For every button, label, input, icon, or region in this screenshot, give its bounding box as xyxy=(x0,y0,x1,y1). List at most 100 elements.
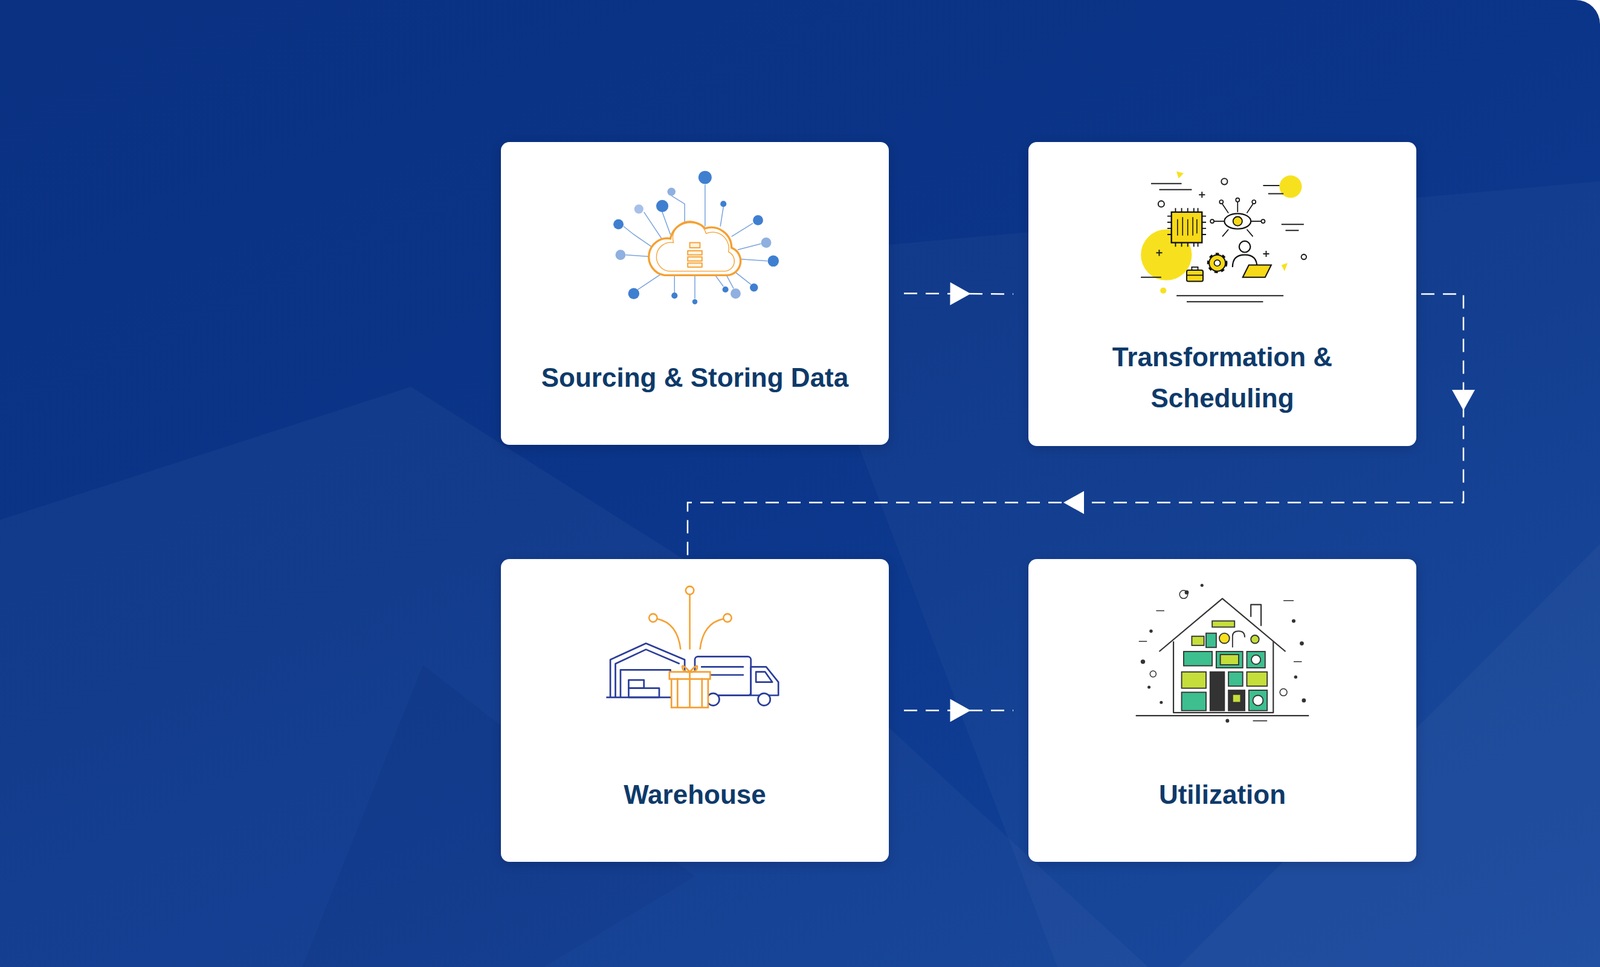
illustration-part xyxy=(1216,651,1243,668)
illustration-part xyxy=(1167,216,1207,235)
illustration-part xyxy=(698,170,712,185)
illustration-part xyxy=(737,258,768,261)
illustration-part xyxy=(1299,641,1304,646)
illustration-part xyxy=(723,613,732,622)
illustration-part xyxy=(1140,659,1146,664)
illustration-part xyxy=(1135,598,1310,716)
illustration-part xyxy=(1250,635,1259,643)
illustration-part xyxy=(1210,671,1225,711)
illustration-part xyxy=(1177,216,1197,236)
illustration-part xyxy=(1301,698,1306,703)
illustration-part xyxy=(1219,633,1230,644)
illustration-part xyxy=(720,206,724,226)
illustration-part xyxy=(1200,583,1204,587)
illustration-part xyxy=(1221,178,1228,185)
illustration-part xyxy=(677,671,702,708)
flow-connector xyxy=(903,699,1014,723)
illustration-part xyxy=(1173,641,1274,713)
smart-home-icon xyxy=(1130,580,1315,723)
illustration-part xyxy=(1158,598,1286,652)
illustration-part xyxy=(699,618,724,650)
illustration-part xyxy=(1233,216,1243,226)
illustration-part xyxy=(1279,175,1302,198)
illustration-part xyxy=(1301,254,1307,260)
box-label: Sourcing & Storing Data xyxy=(500,357,889,399)
illustration-part xyxy=(1246,671,1268,687)
illustration-part xyxy=(606,696,672,699)
illustration-part xyxy=(1235,198,1240,202)
box-label: Warehouse xyxy=(500,774,889,816)
illustration-part xyxy=(1147,685,1151,689)
illustration-part xyxy=(628,679,644,688)
illustration-part xyxy=(671,195,685,227)
illustration-part xyxy=(1261,219,1265,223)
illustration-part xyxy=(687,250,703,255)
process-box: Utilization xyxy=(1028,558,1417,862)
illustration-part xyxy=(667,187,675,196)
illustration-part xyxy=(1239,241,1251,253)
illustration-part xyxy=(1175,207,1198,247)
illustration-part xyxy=(1246,651,1265,668)
illustration-part xyxy=(1186,267,1204,275)
illustration-part xyxy=(1140,178,1307,302)
illustration-part xyxy=(687,256,703,262)
illustration-part xyxy=(1251,654,1261,665)
illustration-part xyxy=(628,288,640,300)
illustration-part xyxy=(1135,714,1310,717)
illustration-part xyxy=(752,215,764,226)
illustration-part xyxy=(1281,262,1288,271)
illustration-part xyxy=(613,219,624,230)
illustration-part xyxy=(671,292,678,299)
box-label: Utilization xyxy=(1028,774,1417,816)
illustration-part xyxy=(1225,719,1230,723)
illustration-part xyxy=(1294,674,1298,678)
illustration-part xyxy=(1183,651,1213,666)
arrow-head xyxy=(950,699,971,723)
illustration-part xyxy=(656,200,669,213)
illustration-part xyxy=(623,184,768,299)
illustration-part xyxy=(1138,600,1303,721)
illustration-part xyxy=(620,669,671,698)
illustration-part xyxy=(694,274,696,299)
illustration-part xyxy=(1248,690,1268,711)
illustration-part xyxy=(1160,287,1167,294)
illustration-part xyxy=(1214,259,1221,266)
illustration-part xyxy=(685,586,694,594)
arrow-head xyxy=(1063,491,1084,515)
illustration-part xyxy=(1181,671,1207,689)
illustration-part xyxy=(657,618,681,650)
illustration-part xyxy=(1181,620,1268,710)
illustration-part xyxy=(1232,694,1241,703)
cloud-data-icon xyxy=(603,163,787,306)
illustration-part xyxy=(1251,200,1256,204)
illustration-part xyxy=(1253,694,1264,706)
illustration-part xyxy=(720,200,727,207)
illustration-part xyxy=(1291,618,1296,623)
box-label: Transformation & Scheduling xyxy=(1028,336,1417,419)
illustration-part xyxy=(730,288,741,299)
illustration-part xyxy=(761,237,772,248)
illustration-part xyxy=(751,666,779,695)
illustration-part xyxy=(669,665,710,708)
illustration-part xyxy=(1171,212,1203,243)
illustration-part xyxy=(704,184,706,226)
illustration-part xyxy=(1167,207,1207,247)
illustration-part xyxy=(674,274,676,293)
illustration-part xyxy=(662,212,671,235)
illustration-part xyxy=(1219,200,1223,204)
illustration-part xyxy=(737,243,762,250)
illustration-part xyxy=(1242,265,1272,278)
illustration-part xyxy=(638,273,663,290)
illustration-part xyxy=(1250,604,1262,626)
illustration-part xyxy=(692,299,698,304)
illustration-part xyxy=(1140,277,1284,302)
illustration-part xyxy=(1279,688,1288,697)
illustration-part xyxy=(1176,170,1184,179)
illustration-part xyxy=(1212,620,1235,627)
illustration-part xyxy=(1232,630,1245,648)
illustration-part xyxy=(1179,590,1188,599)
illustration-part xyxy=(1228,671,1243,687)
illustration-part xyxy=(634,204,644,214)
illustration-part xyxy=(656,221,735,272)
